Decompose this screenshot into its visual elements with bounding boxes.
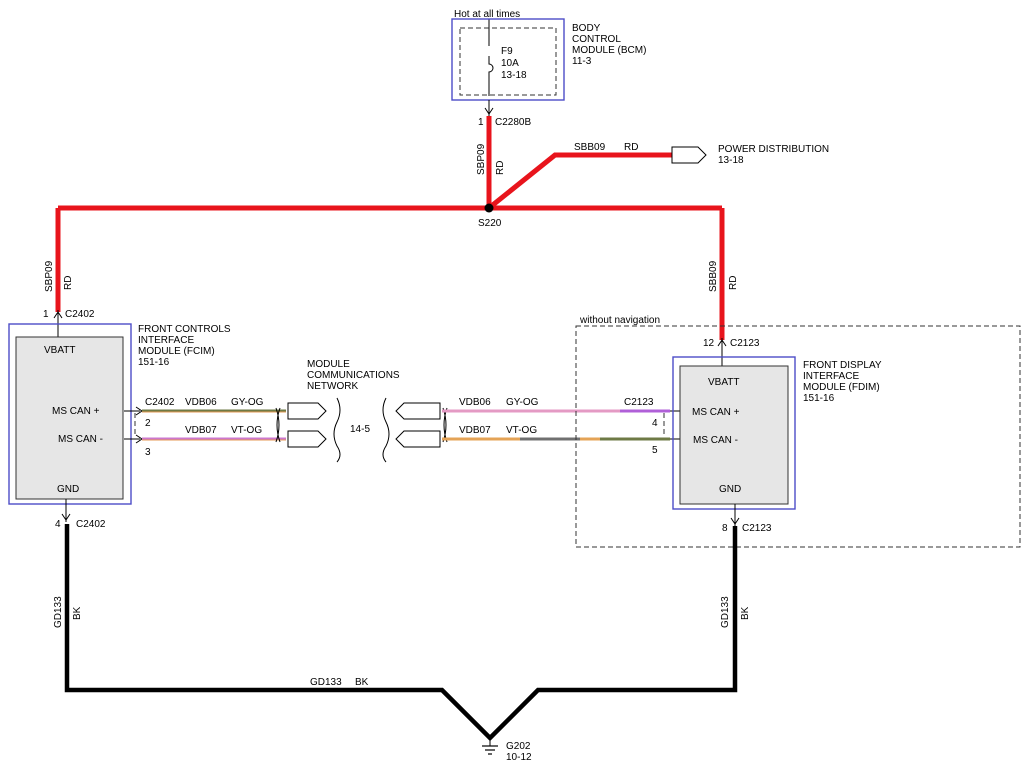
fdim-gnd-pin: 8 bbox=[722, 523, 728, 534]
splice-dot bbox=[484, 203, 494, 213]
bcm-connector: C2280B bbox=[495, 117, 531, 128]
fcim-can-connector: C2402 bbox=[145, 397, 175, 408]
network-connector-plus-right-icon bbox=[395, 402, 441, 420]
power-distribution-connector-icon bbox=[671, 146, 707, 164]
fdim-can-wires: VDB06 GY-OG VDB07 VT-OG C2123 4 5 bbox=[395, 397, 689, 456]
feed-circuit: SBP09 bbox=[476, 143, 487, 175]
network-line-3: NETWORK bbox=[307, 381, 358, 392]
fcim-circuit-plus: VDB06 bbox=[185, 397, 217, 408]
fcim-can-plus: MS CAN + bbox=[52, 406, 100, 417]
fcim-gnd: GND bbox=[57, 484, 79, 495]
fdim-circuit-minus: VDB07 bbox=[459, 425, 491, 436]
bcm-pin: 1 bbox=[478, 117, 484, 128]
fcim-feed-circuit: SBP09 bbox=[44, 260, 55, 292]
ground-circuit: GD133 bbox=[310, 677, 342, 688]
bcm-title-3: MODULE (BCM) bbox=[572, 45, 646, 56]
bcm-hot-note: Hot at all times bbox=[454, 9, 520, 20]
network-ref: 14-5 bbox=[350, 424, 370, 435]
fcim-title-3: MODULE (FCIM) bbox=[138, 346, 215, 357]
ground-symbol-icon bbox=[482, 745, 498, 755]
fcim-color-minus: VT-OG bbox=[231, 425, 262, 436]
fdim-title-3: MODULE (FDIM) bbox=[803, 382, 880, 393]
fuse-amp: 10A bbox=[501, 58, 519, 69]
fcim-can-minus-pin: 3 bbox=[145, 447, 151, 458]
fdim-title-1: FRONT DISPLAY bbox=[803, 360, 882, 371]
fcim-module: SBP09 RD 1 C2402 VBATT MS CAN + MS CAN -… bbox=[8, 260, 231, 628]
fdim-can-minus: MS CAN - bbox=[693, 435, 738, 446]
fdim-vbatt: VBATT bbox=[708, 377, 739, 388]
branch-circuit: SBB09 bbox=[574, 142, 606, 153]
fuse-ref: 13-18 bbox=[501, 70, 527, 81]
break-mark-right-icon bbox=[382, 397, 390, 463]
fcim-title-1: FRONT CONTROLS bbox=[138, 324, 231, 335]
fdim-color-minus: VT-OG bbox=[506, 425, 537, 436]
fdim-gnd: GND bbox=[719, 484, 741, 495]
fdim-gnd-connector-icon bbox=[730, 517, 740, 525]
break-mark-left-icon bbox=[333, 397, 341, 463]
fdim-feed-circuit: SBB09 bbox=[708, 260, 719, 292]
fcim-gnd-circuit: GD133 bbox=[53, 596, 64, 628]
ground-color: BK bbox=[355, 677, 369, 688]
fcim-can-plus-pin: 2 bbox=[145, 418, 151, 429]
fcim-ref: 151-16 bbox=[138, 357, 170, 368]
fdim-can-plus-pin: 4 bbox=[652, 418, 658, 429]
fcim-power-connector-icon bbox=[53, 311, 63, 319]
fcim-power-pin: 1 bbox=[43, 309, 49, 320]
fcim-circuit-minus: VDB07 bbox=[185, 425, 217, 436]
feed-color: RD bbox=[495, 161, 506, 175]
fdim-ref: 151-16 bbox=[803, 393, 835, 404]
bcm-module: Hot at all times F9 10A 13-18 BODY CONTR… bbox=[451, 9, 646, 128]
branch-color: RD bbox=[624, 142, 638, 153]
fcim-power-connector: C2402 bbox=[65, 309, 95, 320]
fdim-power-connector-icon bbox=[717, 339, 727, 347]
power-dist-label: POWER DISTRIBUTION bbox=[718, 144, 829, 155]
fdim-gnd-color: BK bbox=[740, 606, 751, 620]
ground-location: G202 bbox=[506, 741, 531, 752]
network-connector-minus-right-icon bbox=[395, 430, 441, 448]
fdim-gnd-circuit: GD133 bbox=[720, 596, 731, 628]
fdim-power-pin: 12 bbox=[703, 338, 715, 349]
bcm-title-2: CONTROL bbox=[572, 34, 621, 45]
ground-ref: 10-12 bbox=[506, 752, 532, 763]
ground-wires: GD133 BK GD133 BK G202 10-12 bbox=[64, 524, 751, 763]
fdim-color-plus: GY-OG bbox=[506, 397, 539, 408]
fcim-gnd-connector: C2402 bbox=[76, 519, 106, 530]
fdim-option-note: without navigation bbox=[579, 315, 660, 326]
network-connector-minus-icon bbox=[287, 430, 327, 448]
fcim-color-plus: GY-OG bbox=[231, 397, 264, 408]
network-line-1: MODULE bbox=[307, 359, 350, 370]
bcm-ref: 11-3 bbox=[572, 56, 592, 67]
fdim-can-minus-pin: 5 bbox=[652, 445, 658, 456]
fcim-can-minus: MS CAN - bbox=[58, 434, 103, 445]
power-dist-ref: 13-18 bbox=[718, 155, 744, 166]
bcm-title-1: BODY bbox=[572, 23, 601, 34]
fuse-id: F9 bbox=[501, 46, 513, 57]
fcim-can-wires: C2402 2 3 VDB06 GY-OG VDB07 VT-OG bbox=[124, 397, 327, 458]
fdim-title-2: INTERFACE bbox=[803, 371, 859, 382]
fcim-gnd-pin: 4 bbox=[55, 519, 61, 530]
fdim-can-connector: C2123 bbox=[624, 397, 654, 408]
splice-label: S220 bbox=[478, 218, 502, 229]
fdim-circuit-plus: VDB06 bbox=[459, 397, 491, 408]
fdim-feed-color: RD bbox=[728, 276, 739, 290]
fuse-icon bbox=[488, 56, 494, 96]
fcim-gnd-color: BK bbox=[72, 606, 83, 620]
network-line-2: COMMUNICATIONS bbox=[307, 370, 400, 381]
twisted-pair-icon bbox=[275, 407, 281, 443]
network-connector-plus-icon bbox=[287, 402, 327, 420]
fdim-module: without navigation SBB09 RD 12 C2123 VBA… bbox=[575, 260, 1021, 548]
fcim-feed-color: RD bbox=[63, 276, 74, 290]
fdim-power-connector: C2123 bbox=[730, 338, 760, 349]
fcim-title-2: INTERFACE bbox=[138, 335, 194, 346]
fcim-vbatt: VBATT bbox=[44, 345, 75, 356]
fdim-gnd-connector: C2123 bbox=[742, 523, 772, 534]
power-wires: S220 SBP09 RD SBB09 RD POWER DISTRIBUTIO… bbox=[55, 116, 829, 340]
fdim-can-plus: MS CAN + bbox=[692, 407, 740, 418]
network-block: MODULE COMMUNICATIONS NETWORK 14-5 bbox=[307, 359, 400, 463]
